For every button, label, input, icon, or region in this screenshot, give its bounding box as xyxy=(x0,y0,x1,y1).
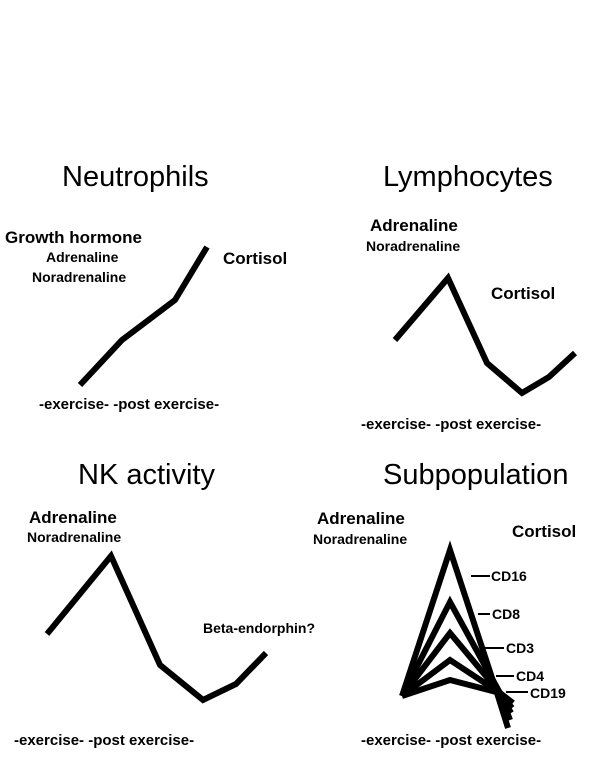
neutrophils-growth-hormone-label: Growth hormone xyxy=(5,228,142,247)
cd8-label: CD8 xyxy=(492,606,521,622)
neutrophils-noradrenaline-label: Noradrenaline xyxy=(32,269,127,285)
cd3-label: CD3 xyxy=(506,640,535,656)
lymphocytes-noradrenaline-label: Noradrenaline xyxy=(366,238,461,254)
subpopulation-cortisol-label: Cortisol xyxy=(512,522,577,541)
neutrophils-curve xyxy=(77,245,210,388)
subpopulation-title: Subpopulation xyxy=(383,459,569,491)
neutrophils-title: Neutrophils xyxy=(62,161,209,193)
lymphocytes-curve xyxy=(392,272,578,397)
nk-noradrenaline-label: Noradrenaline xyxy=(27,529,122,545)
cd16-label: CD16 xyxy=(491,568,527,584)
nk-axis-label: -exercise- -post exercise- xyxy=(14,732,195,749)
neutrophils-cortisol-label: Cortisol xyxy=(223,249,288,268)
subpopulation-adrenaline-label: Adrenaline xyxy=(317,509,405,528)
cd19-label: CD19 xyxy=(530,685,566,701)
lymphocytes-axis-label: -exercise- -post exercise- xyxy=(361,416,542,433)
nk-activity-title: NK activity xyxy=(78,459,215,491)
cd16-curve xyxy=(399,540,511,729)
subpopulation-axis-label: -exercise- -post exercise- xyxy=(361,732,542,749)
nk-beta-endorphin-label: Beta-endorphin? xyxy=(203,620,315,636)
cd19-curve xyxy=(401,676,515,706)
neutrophils-axis-label: -exercise- -post exercise- xyxy=(39,396,220,413)
lymphocytes-title: Lymphocytes xyxy=(383,161,553,193)
subpopulation-noradrenaline-label: Noradrenaline xyxy=(313,531,408,547)
nk-adrenaline-label: Adrenaline xyxy=(29,508,117,527)
lymphocytes-cortisol-label: Cortisol xyxy=(491,284,556,303)
lymphocytes-adrenaline-label: Adrenaline xyxy=(370,216,458,235)
neutrophils-adrenaline-label: Adrenaline xyxy=(46,249,119,265)
nk-activity-curve xyxy=(44,550,269,704)
cd4-label: CD4 xyxy=(516,668,545,684)
